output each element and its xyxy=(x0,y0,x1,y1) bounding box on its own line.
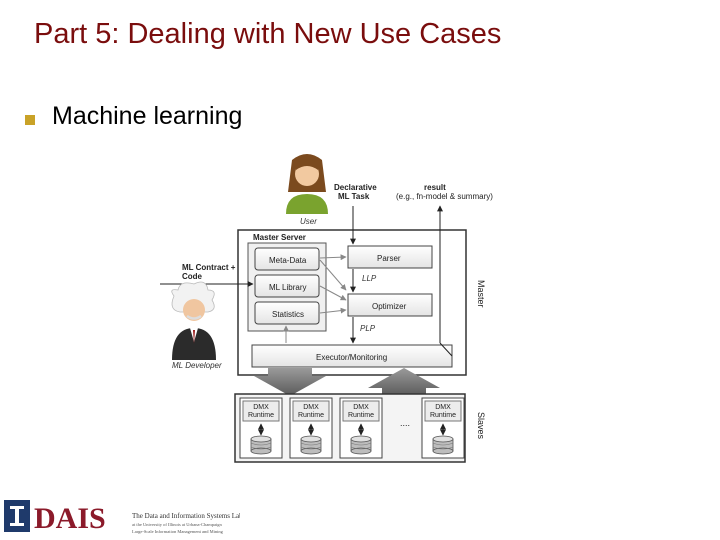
lab-name: The Data and Information Systems Laborat… xyxy=(132,512,240,520)
master-label: Master xyxy=(476,280,486,308)
meta-data-label: Meta-Data xyxy=(269,256,307,265)
dmx-runtime-label-line: DMX xyxy=(353,404,369,411)
parser-label: Parser xyxy=(377,254,401,263)
user-label: User xyxy=(300,217,317,226)
dmx-runtime-label-line: Runtime xyxy=(298,412,324,419)
ml-library-label: ML Library xyxy=(269,283,307,292)
master-server-label: Master Server xyxy=(253,233,306,242)
plp-label: PLP xyxy=(360,324,376,333)
slide-title: Part 5: Dealing with New Use Cases xyxy=(34,18,501,51)
dmx-runtime-label-line: DMX xyxy=(303,404,319,411)
ml-contract-line-2: Code xyxy=(182,272,203,281)
dmx-runtime-label-line: DMX xyxy=(253,404,269,411)
declarative-task-line-2: ML Task xyxy=(338,192,370,201)
runtime-ellipsis: .... xyxy=(400,418,410,428)
llp-label: LLP xyxy=(362,274,377,283)
optimizer-label: Optimizer xyxy=(372,302,407,311)
result-label: result xyxy=(424,183,446,192)
database-icon xyxy=(251,436,271,454)
dais-wordmark: DAIS xyxy=(34,502,106,535)
dmx-runtime-label-line: Runtime xyxy=(248,412,274,419)
database-icon xyxy=(351,436,371,454)
statistics-label: Statistics xyxy=(272,310,304,319)
ml-developer-avatar-icon xyxy=(172,282,216,360)
dmx-runtime-label-line: Runtime xyxy=(430,412,456,419)
dmx-runtime-label-line: Runtime xyxy=(348,412,374,419)
bullet-machine-learning: Machine learning xyxy=(52,102,242,131)
declarative-task-label: Declarative ML Task xyxy=(334,183,379,201)
ml-developer-label: ML Developer xyxy=(172,361,222,370)
ml-contract-label: ML Contract + Code xyxy=(182,263,238,281)
executor-label: Executor/Monitoring xyxy=(316,353,387,362)
slaves-label: Slaves xyxy=(476,412,486,440)
ml-contract-line-1: ML Contract + xyxy=(182,263,236,272)
user-avatar-icon xyxy=(286,154,328,214)
bullet-square-icon xyxy=(25,115,35,125)
dais-logo: DAIS The Data and Information Systems La… xyxy=(0,498,240,540)
architecture-diagram: User Declarative ML Task result (e.g., f… xyxy=(160,150,500,470)
lab-tagline-1: at the University of Illinois at Urbana-… xyxy=(132,522,222,527)
declarative-task-line-1: Declarative xyxy=(334,183,377,192)
lab-tagline-2: Large-Scale Information Management and M… xyxy=(132,529,224,534)
database-icon xyxy=(301,436,321,454)
database-icon xyxy=(433,436,453,454)
dmx-runtime-label-line: DMX xyxy=(435,404,451,411)
result-example-label: (e.g., fn-model & summary) xyxy=(396,192,493,201)
